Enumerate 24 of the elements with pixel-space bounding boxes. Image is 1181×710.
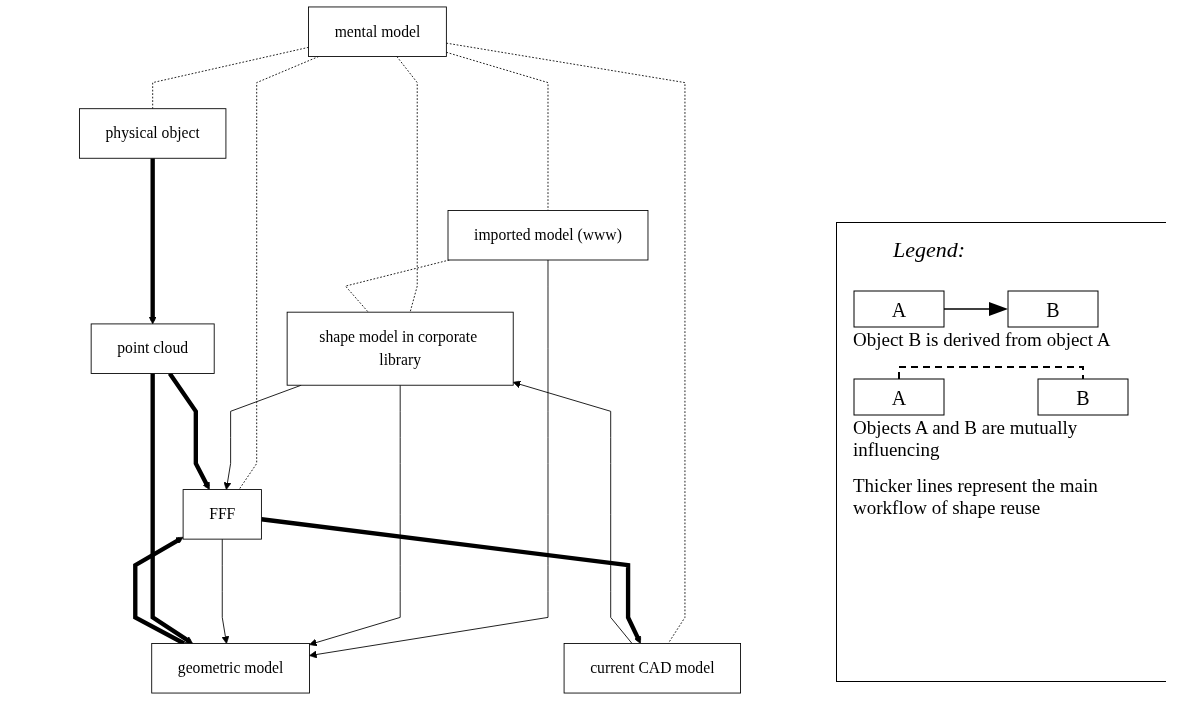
arrow — [148, 158, 157, 325]
arrow — [167, 372, 210, 490]
node-box — [182, 489, 262, 540]
flowchart-diagram: mental model imported model (www) shape model in corporate library current CAD model FFF physical object point cloud geometric model — [0, 0, 820, 700]
node-box — [79, 108, 227, 159]
node-box — [286, 311, 514, 386]
legend-sample-drawing: A B — [853, 290, 1099, 328]
node-box — [90, 323, 215, 374]
label: B — [1046, 299, 1060, 321]
node-box — [447, 210, 649, 261]
connector — [396, 56, 418, 313]
note-text: Thicker lines represent the main workflow of shape reuse — [853, 475, 1099, 519]
legend-heading: Legend: — [893, 237, 966, 263]
legend-sample-drawing: A B — [853, 366, 1129, 416]
legend-text: Object B is derived from object A — [853, 329, 1112, 351]
arrow — [261, 517, 641, 644]
label: A — [891, 299, 907, 321]
label: B — [1076, 387, 1090, 409]
node-box — [151, 643, 310, 694]
label: A — [891, 387, 907, 409]
legend-text: Objects A and B are mutually influencing — [853, 417, 1079, 461]
node-box — [563, 643, 741, 694]
node-box — [308, 6, 447, 57]
arrow — [150, 373, 193, 644]
